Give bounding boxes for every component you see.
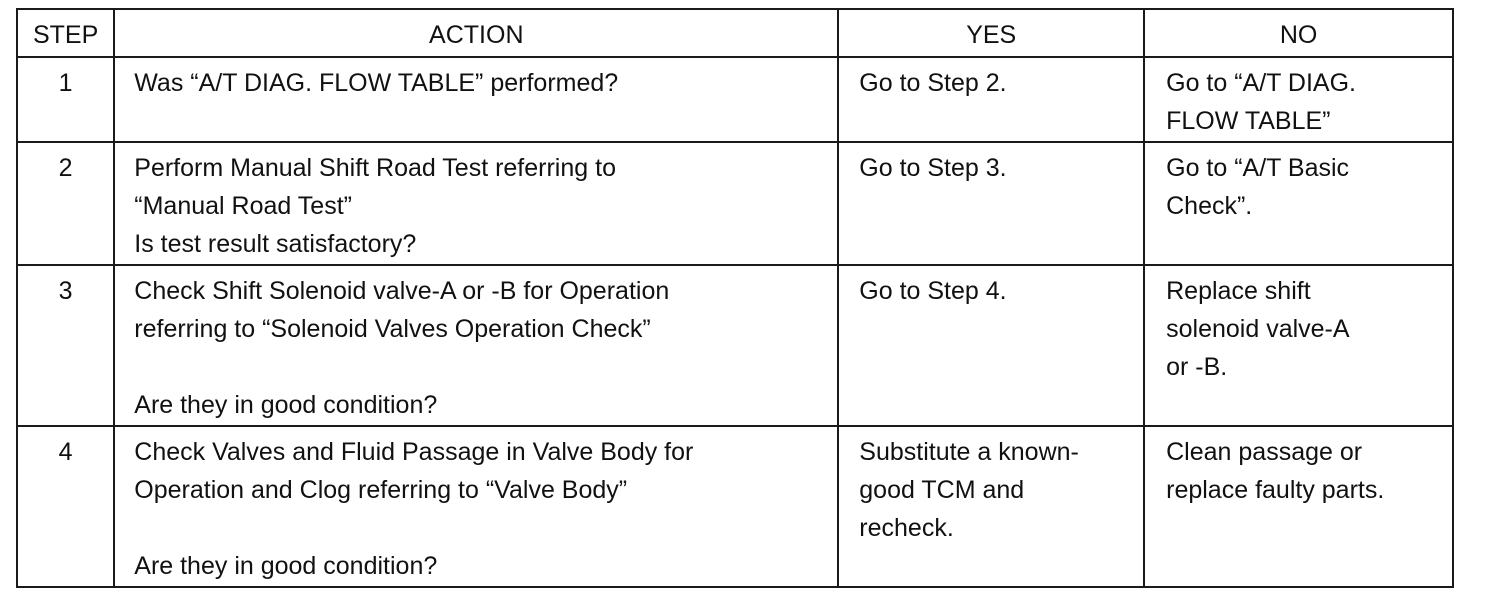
action-line: Operation and Clog referring to “Valve B… xyxy=(134,476,628,504)
action-cell: Check Valves and Fluid Passage in Valve … xyxy=(113,425,840,588)
table-row: 4 Check Valves and Fluid Passage in Valv… xyxy=(15,425,1454,588)
action-question: Are they in good condition? xyxy=(134,552,438,580)
yes-line: Go to Step 2. xyxy=(859,69,1007,97)
no-line: Go to “A/T Basic xyxy=(1166,154,1350,182)
diagnostic-table: STEP ACTION YES NO 1 Was “A/T DIAG. FLOW… xyxy=(15,8,1454,588)
no-cell: Replace shift solenoid valve-A or -B. xyxy=(1143,264,1454,427)
step-number: 1 xyxy=(15,56,116,143)
no-line: solenoid valve-A xyxy=(1166,315,1350,343)
action-question: Are they in good condition? xyxy=(134,391,438,419)
action-cell: Perform Manual Shift Road Test referring… xyxy=(113,141,840,266)
yes-cell: Go to Step 4. xyxy=(837,264,1146,427)
step-number: 4 xyxy=(15,425,116,588)
no-line: Check”. xyxy=(1166,192,1253,220)
action-line: Check Shift Solenoid valve-A or -B for O… xyxy=(134,277,670,305)
table-row: 3 Check Shift Solenoid valve-A or -B for… xyxy=(15,264,1454,427)
yes-line: good TCM and xyxy=(859,476,1025,504)
yes-line: Go to Step 4. xyxy=(859,277,1007,305)
header-row: STEP ACTION YES NO xyxy=(15,8,1454,58)
no-line: Clean passage or xyxy=(1166,438,1363,466)
no-line: or -B. xyxy=(1166,353,1228,381)
step-number: 3 xyxy=(15,264,116,427)
yes-line: recheck. xyxy=(859,514,954,542)
no-cell: Go to “A/T DIAG. FLOW TABLE” xyxy=(1143,56,1454,143)
yes-cell: Substitute a known- good TCM and recheck… xyxy=(837,425,1146,588)
no-line: replace faulty parts. xyxy=(1166,476,1385,504)
action-line: Is test result satisfactory? xyxy=(134,230,417,258)
table-row: 1 Was “A/T DIAG. FLOW TABLE” performed? … xyxy=(15,56,1454,143)
table-row: 2 Perform Manual Shift Road Test referri… xyxy=(15,141,1454,266)
no-cell: Clean passage or replace faulty parts. xyxy=(1143,425,1454,588)
action-line: Perform Manual Shift Road Test referring… xyxy=(134,154,616,182)
spacer xyxy=(134,348,831,386)
step-number: 2 xyxy=(15,141,116,266)
no-line: Go to “A/T DIAG. xyxy=(1166,69,1356,97)
action-line: Was “A/T DIAG. FLOW TABLE” performed? xyxy=(134,69,619,97)
table-header: STEP ACTION YES NO xyxy=(15,8,1454,58)
header-yes: YES xyxy=(837,8,1146,58)
action-cell: Check Shift Solenoid valve-A or -B for O… xyxy=(113,264,840,427)
yes-line: Substitute a known- xyxy=(859,438,1079,466)
no-line: Replace shift xyxy=(1166,277,1311,305)
action-line: Check Valves and Fluid Passage in Valve … xyxy=(134,438,694,466)
action-line: referring to “Solenoid Valves Operation … xyxy=(134,315,651,343)
header-action: ACTION xyxy=(113,8,840,58)
header-no: NO xyxy=(1143,8,1454,58)
spacer xyxy=(134,509,831,547)
no-cell: Go to “A/T Basic Check”. xyxy=(1143,141,1454,266)
table-body: 1 Was “A/T DIAG. FLOW TABLE” performed? … xyxy=(15,56,1454,588)
no-line: FLOW TABLE” xyxy=(1166,107,1331,135)
yes-cell: Go to Step 3. xyxy=(837,141,1146,266)
action-line: “Manual Road Test” xyxy=(134,192,352,220)
action-cell: Was “A/T DIAG. FLOW TABLE” performed? xyxy=(113,56,840,143)
yes-cell: Go to Step 2. xyxy=(837,56,1146,143)
yes-line: Go to Step 3. xyxy=(859,154,1007,182)
header-step: STEP xyxy=(15,8,116,58)
